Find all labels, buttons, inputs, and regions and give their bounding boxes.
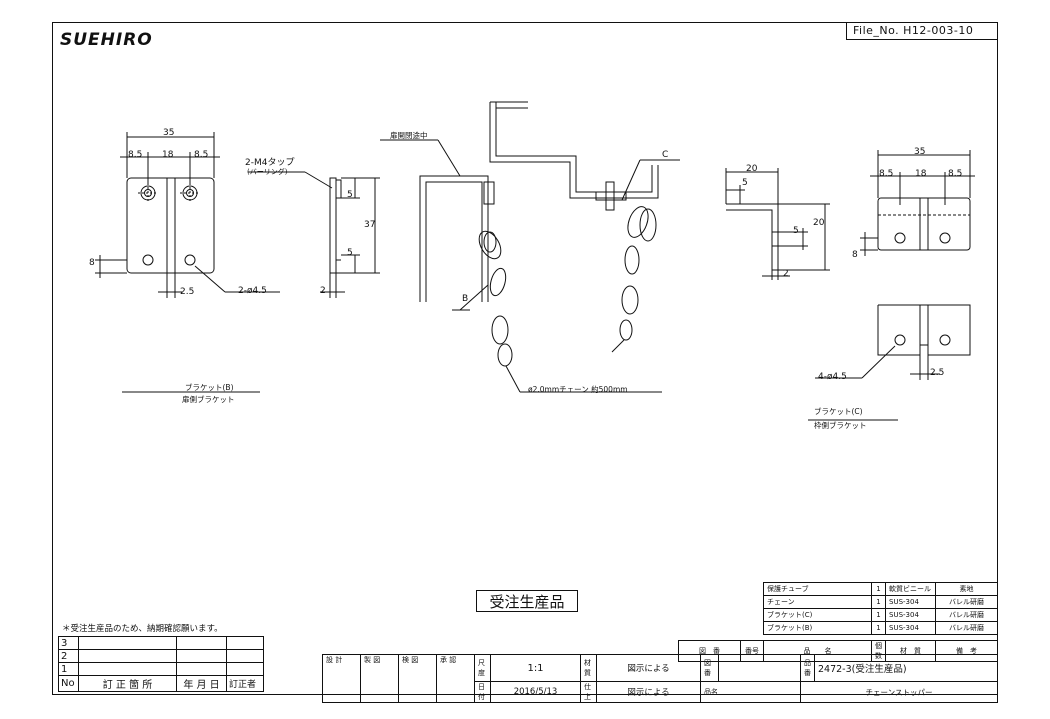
tb-date-label: 日付 [474,681,491,703]
bc-dim-mid: 18 [915,169,927,179]
bc-dim-20b: 20 [813,218,825,228]
bom-table: 保護チューブ 1 軟質ビニール 素地 チェーン 1 SUS-304 バレル研磨 … [763,582,998,635]
bc-dim-5b: 5 [793,226,799,236]
bom-qty: 1 [871,608,886,622]
bom-remark: バレル研磨 [935,608,998,622]
bom-row: チェーン 1 SUS-304 バレル研磨 [763,595,998,609]
tb-name: チェーンストッパー [800,681,998,703]
rev-no: 2 [58,649,79,663]
as-label-c: C [662,150,669,160]
file-number: File_No. H12-003-10 [846,22,998,40]
bom-qty: 1 [871,582,886,596]
bb-dim-5b: 5 [347,248,353,258]
bb-holes: 2-ø4.5 [238,286,267,296]
rev-h-place: 訂 正 箇 所 [78,675,177,692]
tb-design: 設 計 [322,654,361,703]
bom-name: チェーン [763,595,872,609]
bb-dim-left: 8.5 [128,150,143,160]
rev-no: 1 [58,662,79,676]
as-chain-note: ø2.0mmチェーン 約500mm [528,385,628,394]
bb-tap-sub: (バーリング) [247,168,288,176]
tb-finish-label: 仕上 [580,681,597,703]
bb-caption: ブラケット(B) [185,383,234,392]
bom-row: ブラケット(B) 1 SUS-304 バレル研磨 [763,621,998,635]
bc-dim-right: 8.5 [948,169,963,179]
rev-h-no: No [58,675,79,692]
bb-dim-37: 37 [364,220,376,230]
tb-name-label: 品名 [700,681,801,703]
assembly-view [380,101,680,393]
bom-remark: バレル研磨 [935,595,998,609]
revision-table: 3 2 1 No 訂 正 箇 所 年 月 日 訂正者 [58,636,264,692]
tb-scale: 1:1 [490,654,581,682]
bom-qty: 1 [871,621,886,635]
bb-tap: 2-M4タップ [245,158,295,168]
bc-dim-5a: 5 [742,178,748,188]
bom-material: SUS-304 [885,608,936,622]
bc-holes: 4-ø4.5 [818,372,847,382]
bracket-b-side [122,171,380,393]
bb-dim-8: 8 [89,258,95,268]
made-to-order-stamp: 受注生産品 [476,590,578,612]
bracket-b-front [95,132,280,298]
tb-approve: 承 認 [436,654,475,703]
bb-dim-total: 35 [163,128,175,138]
bom-name: 保護チューブ [763,582,872,596]
as-door-label: 扉開閉途中 [390,131,428,140]
rev-h-date: 年 月 日 [176,675,227,692]
bc-dim-2: 2 [783,269,789,279]
bom-material: SUS-304 [885,621,936,635]
bc-dim-2-5: 2.5 [930,368,945,378]
tb-finish: 図示による [596,681,701,703]
bracket-c-side [725,168,830,280]
bom-remark: バレル研磨 [935,621,998,635]
rev-no: 3 [58,636,79,650]
delivery-note: ＊受注生産品のため、納期確認願います。 [62,624,223,634]
bc-caption: ブラケット(C) [814,407,863,416]
as-label-b: B [462,294,469,304]
bom-name: ブラケット(B) [763,621,872,635]
tb-scale-label: 尺度 [474,654,491,682]
bc-caption-sub: 枠側ブラケット [814,421,867,430]
tb-draft: 製 図 [360,654,399,703]
bb-caption-sub: 扉側ブラケット [182,395,235,404]
bracket-c-top [860,150,975,256]
bom-row: 保護チューブ 1 軟質ビニール 素地 [763,582,998,596]
tb-check: 検 図 [398,654,437,703]
company-logo: SUEHIRO [60,30,153,50]
bom-qty: 1 [871,595,886,609]
bb-dim-2: 2 [320,286,326,296]
tb-material-label: 材質 [580,654,597,682]
tb-drawing-no-label: 図番 [700,654,719,682]
tb-date: 2016/5/13 [490,681,581,703]
title-block: 設 計 製 図 検 図 承 認 尺度 1:1 材質 図示による 図番 品番 24… [322,654,998,703]
bom-name: ブラケット(C) [763,608,872,622]
bracket-c-front [808,304,971,421]
bb-dim-5a: 5 [347,190,353,200]
bb-dim-mid: 18 [162,150,174,160]
rev-h-by: 訂正者 [226,675,264,692]
tb-product-no-label: 品番 [800,654,815,682]
bb-dim-2-5: 2.5 [180,287,195,297]
bom-remark: 素地 [935,582,998,596]
tb-material: 図示による [596,654,701,682]
bb-dim-right: 8.5 [194,150,209,160]
bc-dim-8: 8 [852,250,858,260]
bc-dim-left: 8.5 [879,169,894,179]
bc-dim-total: 35 [914,147,926,157]
bc-dim-20a: 20 [746,164,758,174]
bom-material: SUS-304 [885,595,936,609]
bom-material: 軟質ビニール [885,582,936,596]
tb-product-no: 2472-3(受注生産品) [814,654,998,682]
bom-row: ブラケット(C) 1 SUS-304 バレル研磨 [763,608,998,622]
